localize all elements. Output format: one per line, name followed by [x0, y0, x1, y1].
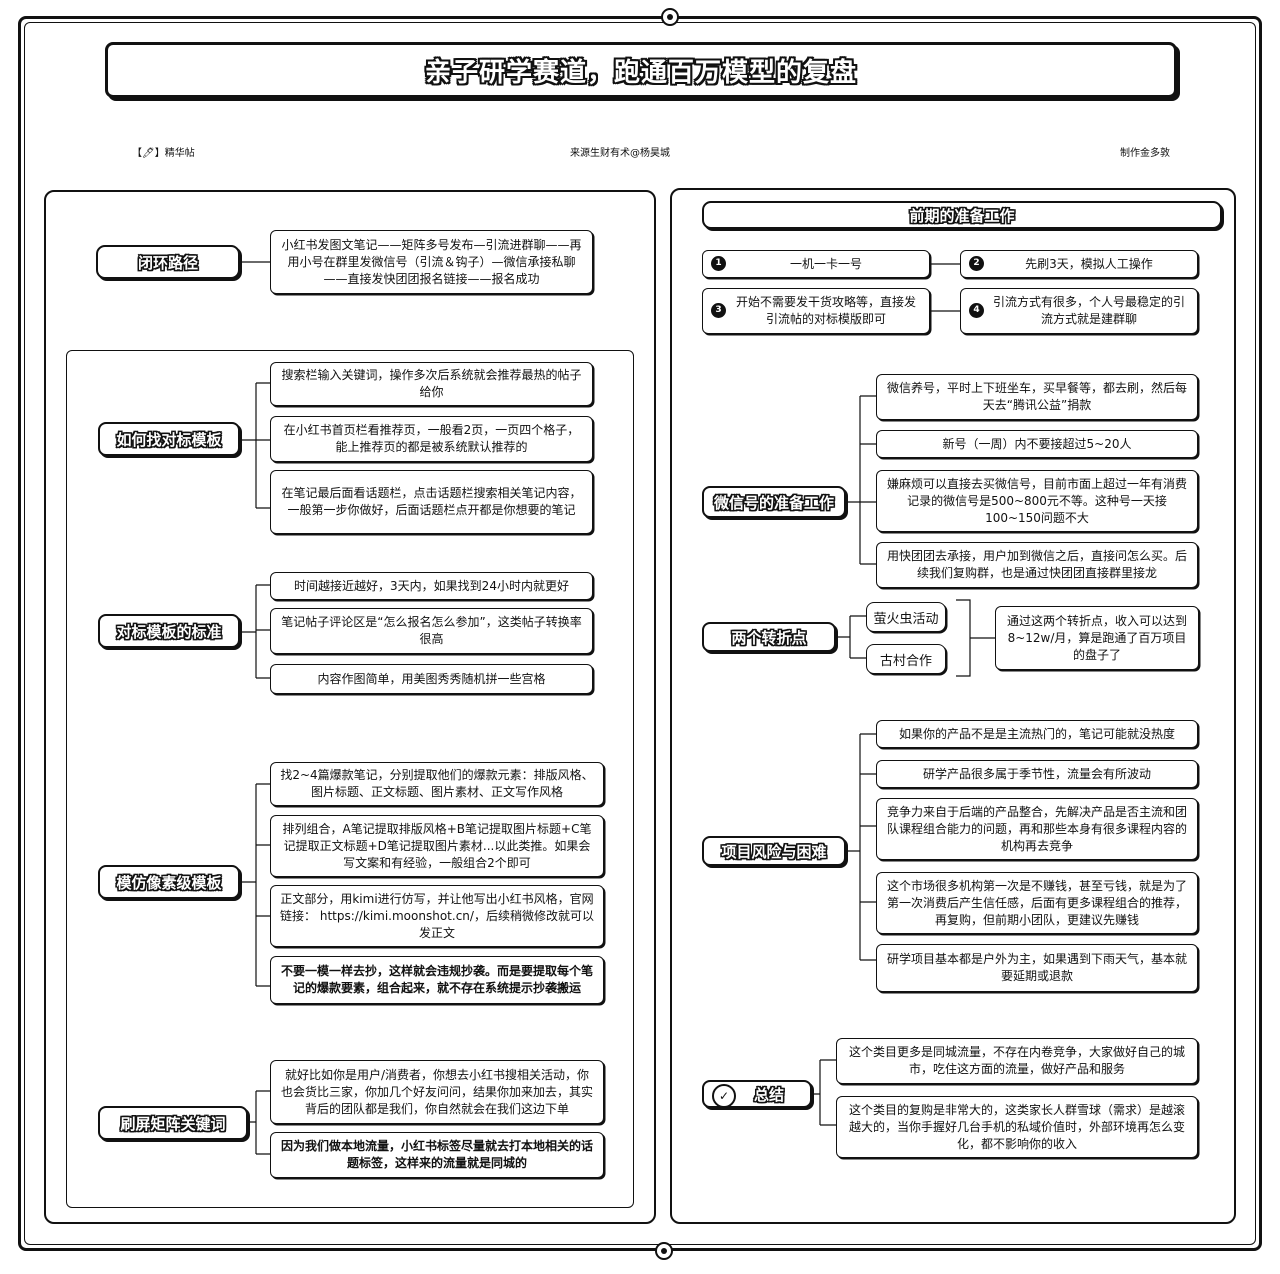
- list-item: 研学项目基本都是户外为主，如果遇到下雨天气，基本就要延期或退款: [876, 944, 1198, 992]
- list-item: 竞争力来自于后端的产品整合，先解决产品是否主流和团队课程组合能力的问题，再和那些…: [876, 798, 1198, 860]
- list-item: 搜索栏输入关键词，操作多次后系统就会推荐最热的帖子给你: [270, 362, 593, 406]
- node-label: 闭环路径: [137, 253, 198, 272]
- meta-center: 来源生财有术@杨昊城: [570, 148, 670, 159]
- node-label: 对标模板的标准: [116, 622, 222, 641]
- node-loop-path: 闭环路径: [96, 245, 240, 279]
- list-item: 就好比如你是用户/消费者，你想去小红书搜相关活动，你也会货比三家，你加几个好友问…: [270, 1060, 604, 1124]
- list-item: 这个类目的复购是非常大的，这类家长人群雪球（需求）是越滚越大的，当你手握好几台手…: [836, 1096, 1198, 1158]
- list-item: 内容作图简单，用美图秀秀随机拼一些宫格: [270, 664, 593, 694]
- turning-point-firefly: 萤火虫活动: [866, 602, 946, 632]
- item-text: 引流方式有很多，个人号最稳定的引流方式就是建群聊: [992, 295, 1185, 326]
- node-turning-points: 两个转折点: [702, 622, 836, 652]
- list-item: 微信养号，平时上下班坐车，买早餐等，都去刷，然后每天去“腾讯公益”捐款: [876, 374, 1198, 420]
- node-label: 项目风险与困难: [721, 842, 827, 861]
- node-prep-work: 前期的准备工作: [702, 201, 1222, 229]
- node-label: 两个转折点: [731, 628, 807, 647]
- node-label: 刷屏矩阵关键词: [120, 1114, 226, 1133]
- list-item: 嫌麻烦可以直接去买微信号，目前市面上超过一年有消费记录的微信号是500~800元…: [876, 470, 1198, 532]
- turning-result: 通过这两个转折点，收入可以达到8~12w/月，算是跑通了百万项目的盘子了: [995, 606, 1199, 670]
- list-item: 不要一模一样去抄，这样就会违规抄袭。而是要提取每个笔记的爆款要素，组合起来，就不…: [270, 956, 604, 1004]
- item-text: 一机一卡一号: [789, 256, 862, 271]
- loop-path-text: 小红书发图文笔记——矩阵多号发布—引流进群聊——再用小号在群里发微信号（引流＆钩…: [270, 230, 593, 294]
- node-find-template: 如何找对标模板: [98, 422, 240, 456]
- left-inner-group: [66, 350, 634, 1208]
- node-wechat-prep: 微信号的准备工作: [702, 486, 846, 518]
- list-item: 排列组合，A笔记提取排版风格+B笔记提取图片标题+C笔记提取正文标题+D笔记提取…: [270, 815, 604, 877]
- list-item: 找2~4篇爆款笔记，分别提取他们的爆款元素：排版风格、图片标题、正文标题、图片素…: [270, 762, 604, 806]
- list-item: 在笔记最后面看话题栏，点击话题栏搜索相关笔记内容，一般第一步你做好，后面话题栏点…: [270, 470, 593, 534]
- list-item: 新号（一周）内不要接超过5~20人: [876, 430, 1198, 458]
- list-item: 如果你的产品不是是主流热门的，笔记可能就没热度: [876, 720, 1198, 748]
- node-matrix-keywords: 刷屏矩阵关键词: [98, 1106, 248, 1140]
- node-project-risk: 项目风险与困难: [702, 836, 846, 866]
- node-label: 总结: [753, 1085, 784, 1104]
- list-item: 笔记帖子评论区是“怎么报名怎么参加”，这类帖子转换率很高: [270, 608, 593, 654]
- item-text: 先刷3天，模拟人工操作: [1025, 256, 1153, 271]
- check-icon: ✓: [712, 1084, 736, 1108]
- node-pixel-template: 模仿像素级模板: [98, 865, 240, 899]
- list-item: 正文部分，用kimi进行仿写，并让他写出小红书风格，官网链接： https://…: [270, 885, 604, 947]
- number-badge: 1: [711, 256, 726, 271]
- node-label: 如何找对标模板: [116, 430, 222, 449]
- list-item: 这个类目更多是同城流量，不存在内卷竞争，大家做好自己的城市，吃住这方面的流量，做…: [836, 1038, 1198, 1084]
- number-badge: 2: [969, 256, 984, 271]
- pin-icon: [655, 1242, 673, 1260]
- outer-frame: [18, 16, 1262, 1251]
- list-item: 这个市场很多机构第一次是不赚钱，甚至亏钱，就是为了第一次消费后产生信任感，后面有…: [876, 872, 1198, 934]
- list-item: 研学产品很多属于季节性，流量会有所波动: [876, 760, 1198, 788]
- meta-left: 【🖊】精华帖: [132, 148, 195, 159]
- meta-right: 制作金多敦: [1120, 148, 1170, 159]
- list-item: 在小红书首页栏看推荐页，一般看2页，一页四个格子，能上推荐页的都是被系统默认推荐…: [270, 416, 593, 462]
- list-item: 用快团团去承接，用户加到微信之后，直接问怎么买。后续我们复购群，也是通过快团团直…: [876, 542, 1198, 588]
- node-label: 前期的准备工作: [909, 206, 1015, 225]
- node-template-standard: 对标模板的标准: [98, 614, 240, 648]
- list-item: 2 先刷3天，模拟人工操作: [960, 250, 1198, 278]
- list-item: 1 一机一卡一号: [702, 250, 930, 278]
- node-summary: ✓ 总结: [702, 1080, 812, 1108]
- list-item: 时间越接近越好，3天内，如果找到24小时内就更好: [270, 572, 593, 600]
- node-label: 模仿像素级模板: [116, 873, 222, 892]
- pin-icon: [661, 8, 679, 26]
- number-badge: 3: [711, 303, 726, 318]
- item-text: 开始不需要发干货攻略等，直接发引流帖的对标模版即可: [735, 295, 916, 326]
- node-label: 微信号的准备工作: [713, 493, 834, 512]
- page-title: 亲子研学赛道，跑通百万模型的复盘: [424, 57, 857, 88]
- number-badge: 4: [969, 303, 984, 318]
- list-item: 4 引流方式有很多，个人号最稳定的引流方式就是建群聊: [960, 288, 1198, 334]
- turning-point-village: 古村合作: [866, 644, 946, 674]
- title-banner: 亲子研学赛道，跑通百万模型的复盘: [105, 42, 1177, 98]
- inner-frame: [24, 22, 1256, 1245]
- list-item: 3 开始不需要发干货攻略等，直接发引流帖的对标模版即可: [702, 288, 930, 334]
- list-item: 因为我们做本地流量，小红书标签尽量就去打本地相关的话题标签，这样来的流量就是同城…: [270, 1132, 604, 1178]
